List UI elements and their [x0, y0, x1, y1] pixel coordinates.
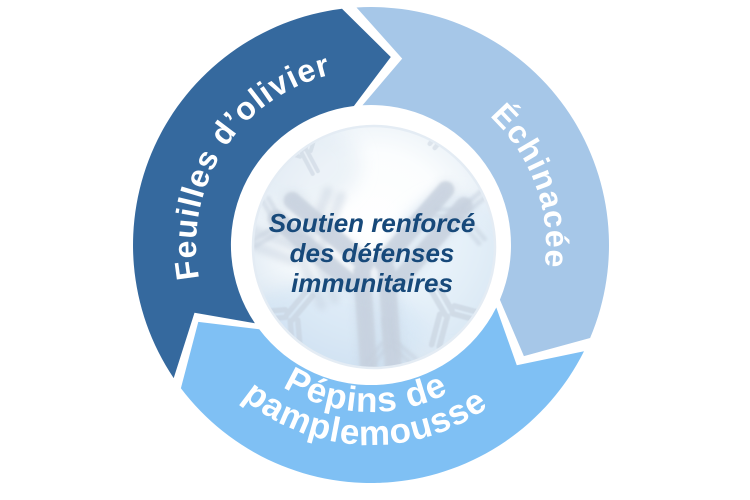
center-text-line3: immunitaires	[291, 268, 453, 298]
segment-pepins-pamplemousse: Pépins de pamplemousse	[180, 307, 584, 484]
center-text-line1: Soutien renforcé	[269, 208, 476, 238]
center-text-line2: des défenses	[290, 238, 455, 268]
segment-feuilles-olivier-arrow	[133, 8, 391, 379]
segment-pepins-pamplemousse-arrow	[180, 307, 584, 484]
segment-echinacee-arrow	[356, 7, 609, 357]
center-circle-rim	[251, 124, 497, 370]
center-text: Soutien renforcé des défenses immunitair…	[269, 208, 476, 298]
